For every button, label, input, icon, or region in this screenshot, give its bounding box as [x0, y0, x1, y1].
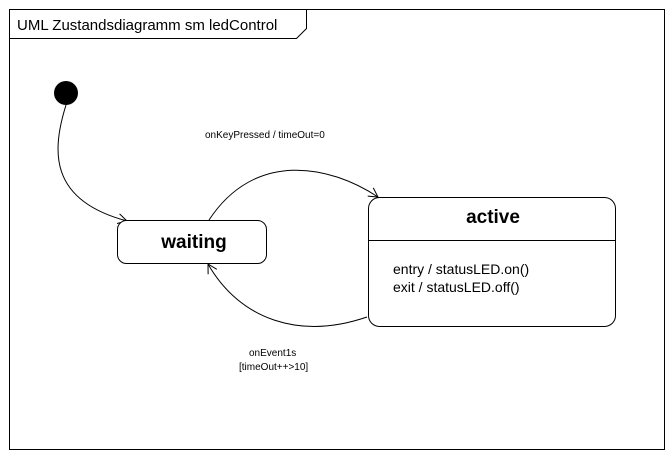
transition-waiting-to-active-label: onKeyPressed / timeOut=0 — [205, 130, 325, 141]
state-waiting-name: waiting — [160, 232, 226, 253]
transition-active-to-waiting-guard: [timeOut++>10] — [239, 362, 308, 373]
state-waiting-box — [117, 220, 267, 264]
state-active-box — [368, 197, 616, 327]
transition-active-to-waiting — [207, 263, 368, 327]
state-active-exit-action: exit / statusLED.off() — [393, 279, 520, 295]
state-active-name: active — [466, 207, 520, 228]
state-active: active entry / statusLED.on() exit / sta… — [368, 197, 616, 327]
state-waiting: waiting — [117, 220, 267, 264]
transition-active-to-waiting-event: onEvent1s — [249, 348, 296, 359]
frame-tab — [9, 9, 307, 39]
state-active-entry-action: entry / statusLED.on() — [393, 261, 529, 277]
transition-waiting-to-active — [208, 169, 379, 221]
initial-pseudostate — [54, 81, 78, 105]
initial-transition — [57, 104, 128, 224]
frame-title: UML Zustandsdiagramm sm ledControl — [17, 17, 277, 34]
